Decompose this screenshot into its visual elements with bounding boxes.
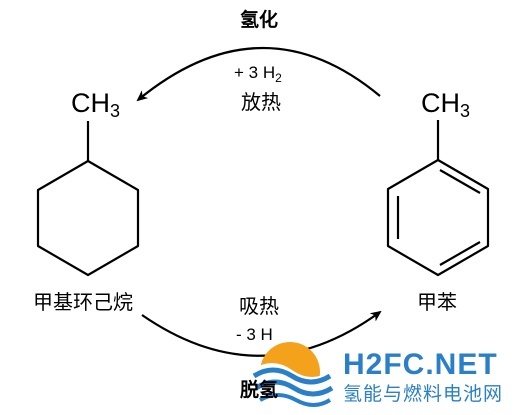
methyl-sub-right: 3 — [460, 101, 471, 121]
watermark-site-name-cn: 氢能与燃料电池网 — [343, 383, 504, 405]
hydrogen-added-text: + 3 H — [234, 63, 276, 82]
dehydrogenation-label: 脱氢 — [240, 379, 279, 401]
toluene-name: 甲苯 — [417, 290, 457, 314]
watermark-site-name: H2FC.NET — [343, 348, 498, 381]
hydrogen-added-label: + 3 H2 — [234, 64, 282, 84]
benzene-ring — [386, 158, 490, 277]
methyl-ch-left: CH — [71, 88, 110, 118]
endothermic-label: 吸热 — [239, 294, 279, 318]
hydrogen-added-subscript: 2 — [275, 71, 282, 85]
exothermic-label: 放热 — [241, 90, 281, 114]
methyl-sub-left: 3 — [110, 101, 121, 121]
hydrogen-released-label: - 3 H — [236, 325, 273, 344]
methylcyclohexane-name: 甲基环己烷 — [33, 290, 133, 314]
cyclohexane-ring — [36, 159, 140, 277]
methyl-ch-right: CH — [421, 88, 460, 118]
methyl-group-right: CH3 — [421, 88, 471, 121]
hydrogenation-label: 氢化 — [240, 9, 279, 31]
methyl-group-left: CH3 — [71, 88, 121, 121]
watermark-logo — [252, 342, 334, 415]
hydrogenation-arrow — [136, 46, 381, 102]
dehydrogenation-arrow — [141, 310, 382, 357]
